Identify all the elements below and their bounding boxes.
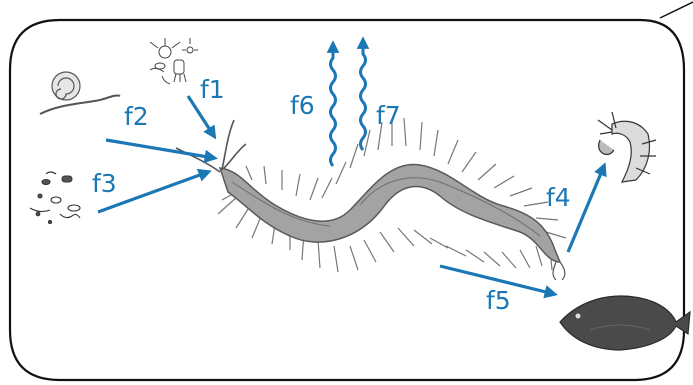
shrimp-icon: [598, 112, 656, 182]
worm-head-tentacles: [176, 120, 246, 172]
wavy-flux-arrows: [331, 40, 366, 166]
flux-label-f4: f4: [546, 183, 571, 212]
shell-and-worm-icon: [40, 72, 120, 114]
detritus-cluster-icon: [30, 172, 80, 224]
flux-label-f7: f7: [376, 101, 401, 130]
plankton-cluster-icon: [150, 38, 198, 84]
frame-corner-cut: [660, 2, 693, 18]
f7-wavy-arrow: [361, 40, 366, 150]
f6-wavy-arrow: [331, 44, 336, 166]
flux-label-f5: f5: [486, 286, 511, 315]
f4-arrow: [568, 166, 604, 252]
flux-label-f1: f1: [200, 75, 225, 104]
flux-label-f2: f2: [124, 102, 149, 131]
flatfish-icon: [560, 296, 690, 350]
flux-label-f6: f6: [290, 91, 315, 120]
polychaete-worm-icon: [176, 118, 566, 280]
f2-arrow: [106, 140, 214, 158]
flux-label-f3: f3: [92, 169, 117, 198]
